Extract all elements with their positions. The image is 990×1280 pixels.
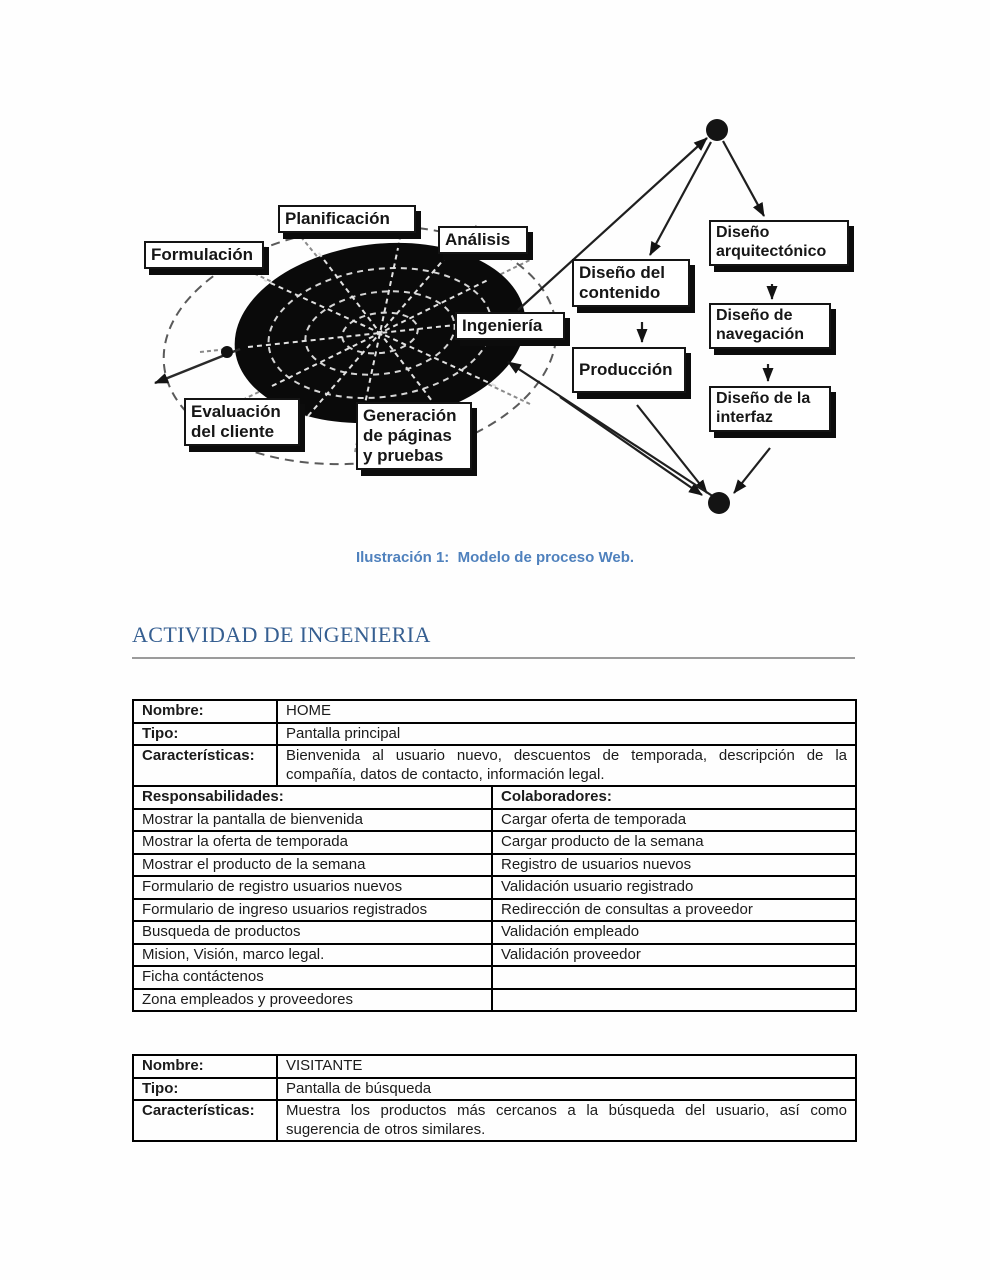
table-cell: Validación usuario registrado xyxy=(491,875,857,900)
table-row: Mostrar el producto de la semana Registr… xyxy=(132,852,857,877)
table-row: Tipo: Pantalla de búsqueda xyxy=(132,1076,857,1101)
spiral-model-graphic xyxy=(234,242,526,424)
table-row: Formulario de ingreso usuarios registrad… xyxy=(132,897,857,922)
diagram-node-produccion: Producción xyxy=(572,347,686,394)
field-value: Muestra los productos más cercanos a la … xyxy=(276,1099,857,1142)
table-row: Zona empleados y proveedores xyxy=(132,987,857,1012)
column-header-colaboradores: Colaboradores: xyxy=(491,785,857,810)
table-row: Características: Bienvenida al usuario n… xyxy=(132,744,857,787)
field-value: Pantalla principal xyxy=(276,721,857,746)
table-cell: Mostrar la pantalla de bienvenida xyxy=(132,807,493,832)
diagram-node-analisis: Análisis xyxy=(438,226,528,255)
field-value: HOME xyxy=(276,699,857,724)
diagram-node-planificacion: Planificación xyxy=(278,205,416,234)
field-label: Tipo: xyxy=(132,721,278,746)
table-cell: Registro de usuarios nuevos xyxy=(491,852,857,877)
diagram-node-diseno-arquitectonico: Diseño arquitectónico xyxy=(709,220,849,266)
diagram-node-diseno-del-contenido: Diseño del contenido xyxy=(572,259,690,308)
table-cell: Mostrar la oferta de temporada xyxy=(132,830,493,855)
field-label: Nombre: xyxy=(132,699,278,724)
diagram-node-evaluacion-del-cliente: Evaluación del cliente xyxy=(184,398,300,447)
spiral-axis-arrow xyxy=(154,346,241,385)
table-cell: Busqueda de productos xyxy=(132,920,493,945)
table-row: Nombre: HOME xyxy=(132,699,857,724)
table-row: Tipo: Pantalla principal xyxy=(132,721,857,746)
figure-caption: Ilustración 1: Modelo de proceso Web. xyxy=(355,549,635,566)
table-cell: Validación proveedor xyxy=(491,942,857,967)
diagram-node-formulacion: Formulación xyxy=(144,241,264,270)
section-heading: ACTIVIDAD DE INGENIERIA xyxy=(132,622,855,659)
table-row: Nombre: VISITANTE xyxy=(132,1054,857,1079)
field-value: Pantalla de búsqueda xyxy=(276,1076,857,1101)
table-cell: Cargar producto de la semana xyxy=(491,830,857,855)
field-label: Tipo: xyxy=(132,1076,278,1101)
diagram-node-generacion-de-paginas: Generación de páginas y pruebas xyxy=(356,402,472,471)
field-label: Características: xyxy=(132,1099,278,1142)
table-cell: Ficha contáctenos xyxy=(132,965,493,990)
field-label: Nombre: xyxy=(132,1054,278,1079)
spec-table-home: Nombre: HOME Tipo: Pantalla principal Ca… xyxy=(132,699,857,1012)
flow-arrows xyxy=(507,137,778,498)
table-cell: Redirección de consultas a proveedor xyxy=(491,897,857,922)
table-cell: Zona empleados y proveedores xyxy=(132,987,493,1012)
process-model-figure xyxy=(154,119,778,514)
table-cell: Validación empleado xyxy=(491,920,857,945)
field-value: Bienvenida al usuario nuevo, descuentos … xyxy=(276,744,857,787)
table-row: Formulario de registro usuarios nuevos V… xyxy=(132,875,857,900)
table-cell: Formulario de ingreso usuarios registrad… xyxy=(132,897,493,922)
table-row: Busqueda de productos Validación emplead… xyxy=(132,920,857,945)
spec-table-visitante: Nombre: VISITANTE Tipo: Pantalla de búsq… xyxy=(132,1054,857,1142)
process-start-dot xyxy=(706,119,728,141)
table-cell: Mision, Visión, marco legal. xyxy=(132,942,493,967)
table-cell xyxy=(491,987,857,1012)
table-cell: Cargar oferta de temporada xyxy=(491,807,857,832)
field-value: VISITANTE xyxy=(276,1054,857,1079)
table-row: Mostrar la pantalla de bienvenida Cargar… xyxy=(132,807,857,832)
diagram-node-ingenieria: Ingeniería xyxy=(455,312,565,341)
diagram-node-diseno-de-la-interfaz: Diseño de la interfaz xyxy=(709,386,831,432)
table-row: Ficha contáctenos xyxy=(132,965,857,990)
table-header-row: Responsabilidades: Colaboradores: xyxy=(132,785,857,810)
field-label: Características: xyxy=(132,744,278,787)
table-cell: Formulario de registro usuarios nuevos xyxy=(132,875,493,900)
table-cell: Mostrar el producto de la semana xyxy=(132,852,493,877)
table-row: Mostrar la oferta de temporada Cargar pr… xyxy=(132,830,857,855)
diagram-node-diseno-de-navegacion: Diseño de navegación xyxy=(709,303,831,349)
process-end-dot xyxy=(708,492,730,514)
table-cell xyxy=(491,965,857,990)
table-row: Características: Muestra los productos m… xyxy=(132,1099,857,1142)
table-row: Mision, Visión, marco legal. Validación … xyxy=(132,942,857,967)
column-header-responsabilidades: Responsabilidades: xyxy=(132,785,493,810)
